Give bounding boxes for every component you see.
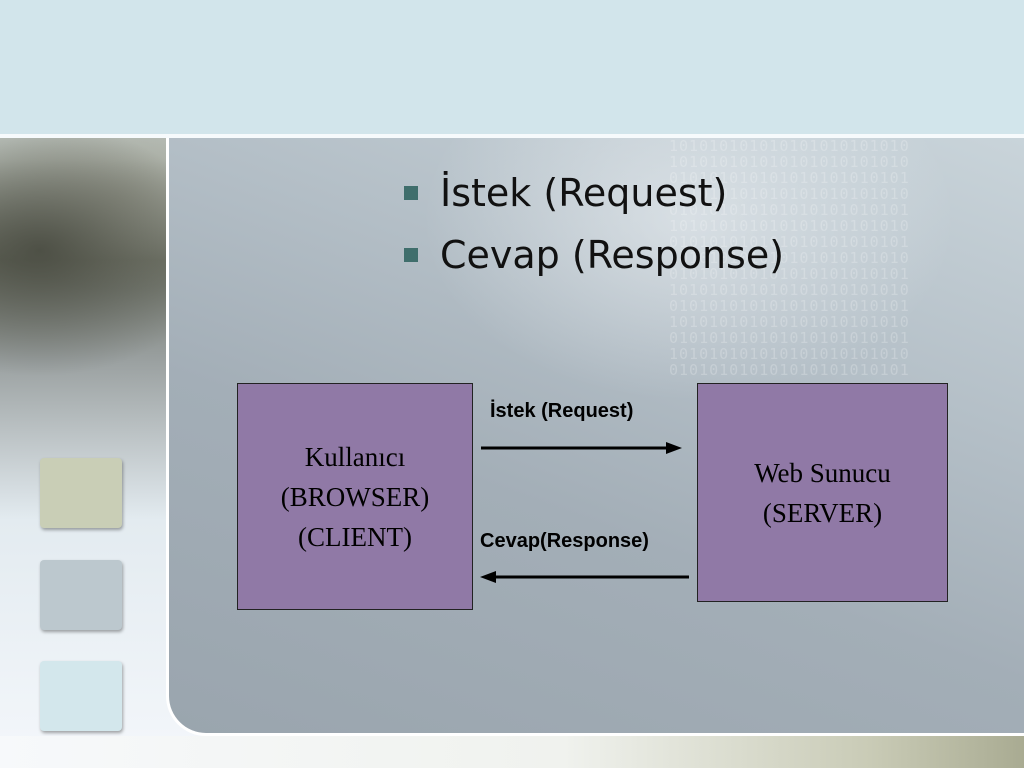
bullet-text: Cevap (Response) (440, 233, 785, 277)
bullet-list: İstek (Request) Cevap (Response) (404, 162, 784, 286)
client-box-line: (BROWSER) (280, 481, 430, 512)
request-arrow-label: İstek (Request) (490, 400, 634, 422)
header-band (0, 0, 1024, 134)
bullet-text: İstek (Request) (440, 171, 728, 215)
client-box-line: Kullanıcı (304, 441, 406, 472)
header-divider (0, 134, 1024, 138)
client-box-line: (CLIENT) (298, 521, 412, 552)
bullet-item-request: İstek (Request) (404, 162, 784, 224)
binary-pattern-decoration: 101010101010101010101010 101010101010101… (669, 138, 910, 378)
square-bullet-icon (404, 186, 418, 200)
bullet-item-response: Cevap (Response) (404, 224, 784, 286)
footer-strip (0, 736, 1024, 768)
response-arrow-label: Cevap(Response) (480, 530, 649, 552)
square-bullet-icon (404, 248, 418, 262)
decorative-swatch-olive (40, 458, 122, 528)
server-box-line: (SERVER) (762, 497, 883, 528)
server-box-line: Web Sunucu (754, 457, 891, 488)
client-box: Kullanıcı (BROWSER) (CLIENT) (237, 383, 473, 610)
server-box: Web Sunucu (SERVER) (697, 383, 948, 602)
decorative-swatch-cyan (40, 661, 122, 731)
decorative-swatch-grey (40, 560, 122, 630)
